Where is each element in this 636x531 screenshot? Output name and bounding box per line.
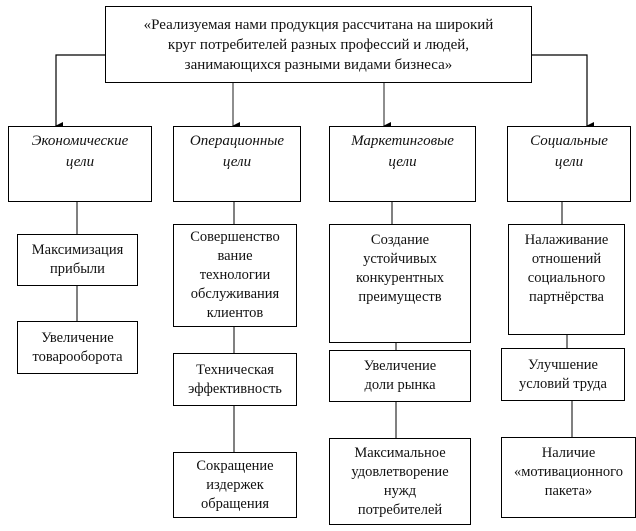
goal-box: Увеличение товарооборота [17, 321, 138, 374]
root-statement-text: «Реализуемая нами продукция рассчитана н… [143, 16, 494, 73]
root-statement-box: «Реализуемая нами продукция рассчитана н… [105, 6, 532, 83]
goal-text: Максимальное удовлетворение нужд потреби… [351, 444, 449, 518]
goal-text: Увеличение доли рынка [363, 358, 437, 393]
arrow-to-social [531, 54, 594, 130]
goal-box: Сокращение издержек обращения [173, 452, 297, 518]
goal-text: Наличие «мотивационного пакета» [513, 445, 624, 499]
goal-box: Налаживание отношений социального партнё… [508, 224, 625, 335]
goal-text: Совершенство вание технологии обслуживан… [190, 229, 280, 321]
goal-box: Совершенство вание технологии обслуживан… [173, 224, 297, 327]
category-title: Маркетинговые цели [351, 133, 454, 170]
category-marketing: Маркетинговые цели [329, 126, 476, 202]
goal-text: Улучшение условий труда [519, 356, 607, 392]
goal-text: Максимизация прибыли [31, 242, 124, 277]
goal-text: Увеличение товарооборота [32, 329, 123, 365]
goal-text: Сокращение издержек обращения [196, 457, 274, 512]
category-title: Операционные цели [189, 133, 285, 170]
category-title: Экономические цели [31, 133, 129, 170]
goal-box: Улучшение условий труда [501, 348, 625, 401]
goal-text: Техническая эффективность [188, 361, 282, 397]
goal-box: Максимальное удовлетворение нужд потреби… [329, 438, 471, 525]
goal-box: Максимизация прибыли [17, 234, 138, 286]
arrow-to-economic [55, 54, 105, 130]
category-title: Социальные цели [530, 133, 608, 170]
goal-box: Увеличение доли рынка [329, 350, 471, 402]
category-economic: Экономические цели [8, 126, 152, 202]
category-operational: Операционные цели [173, 126, 301, 202]
category-social: Социальные цели [507, 126, 631, 202]
goal-box: Наличие «мотивационного пакета» [501, 437, 636, 518]
goal-text: Создание устойчивых конкурентных преимущ… [356, 232, 444, 305]
goal-text: Налаживание отношений социального партнё… [524, 232, 609, 305]
goal-box: Техническая эффективность [173, 353, 297, 406]
goal-box: Создание устойчивых конкурентных преимущ… [329, 224, 471, 343]
